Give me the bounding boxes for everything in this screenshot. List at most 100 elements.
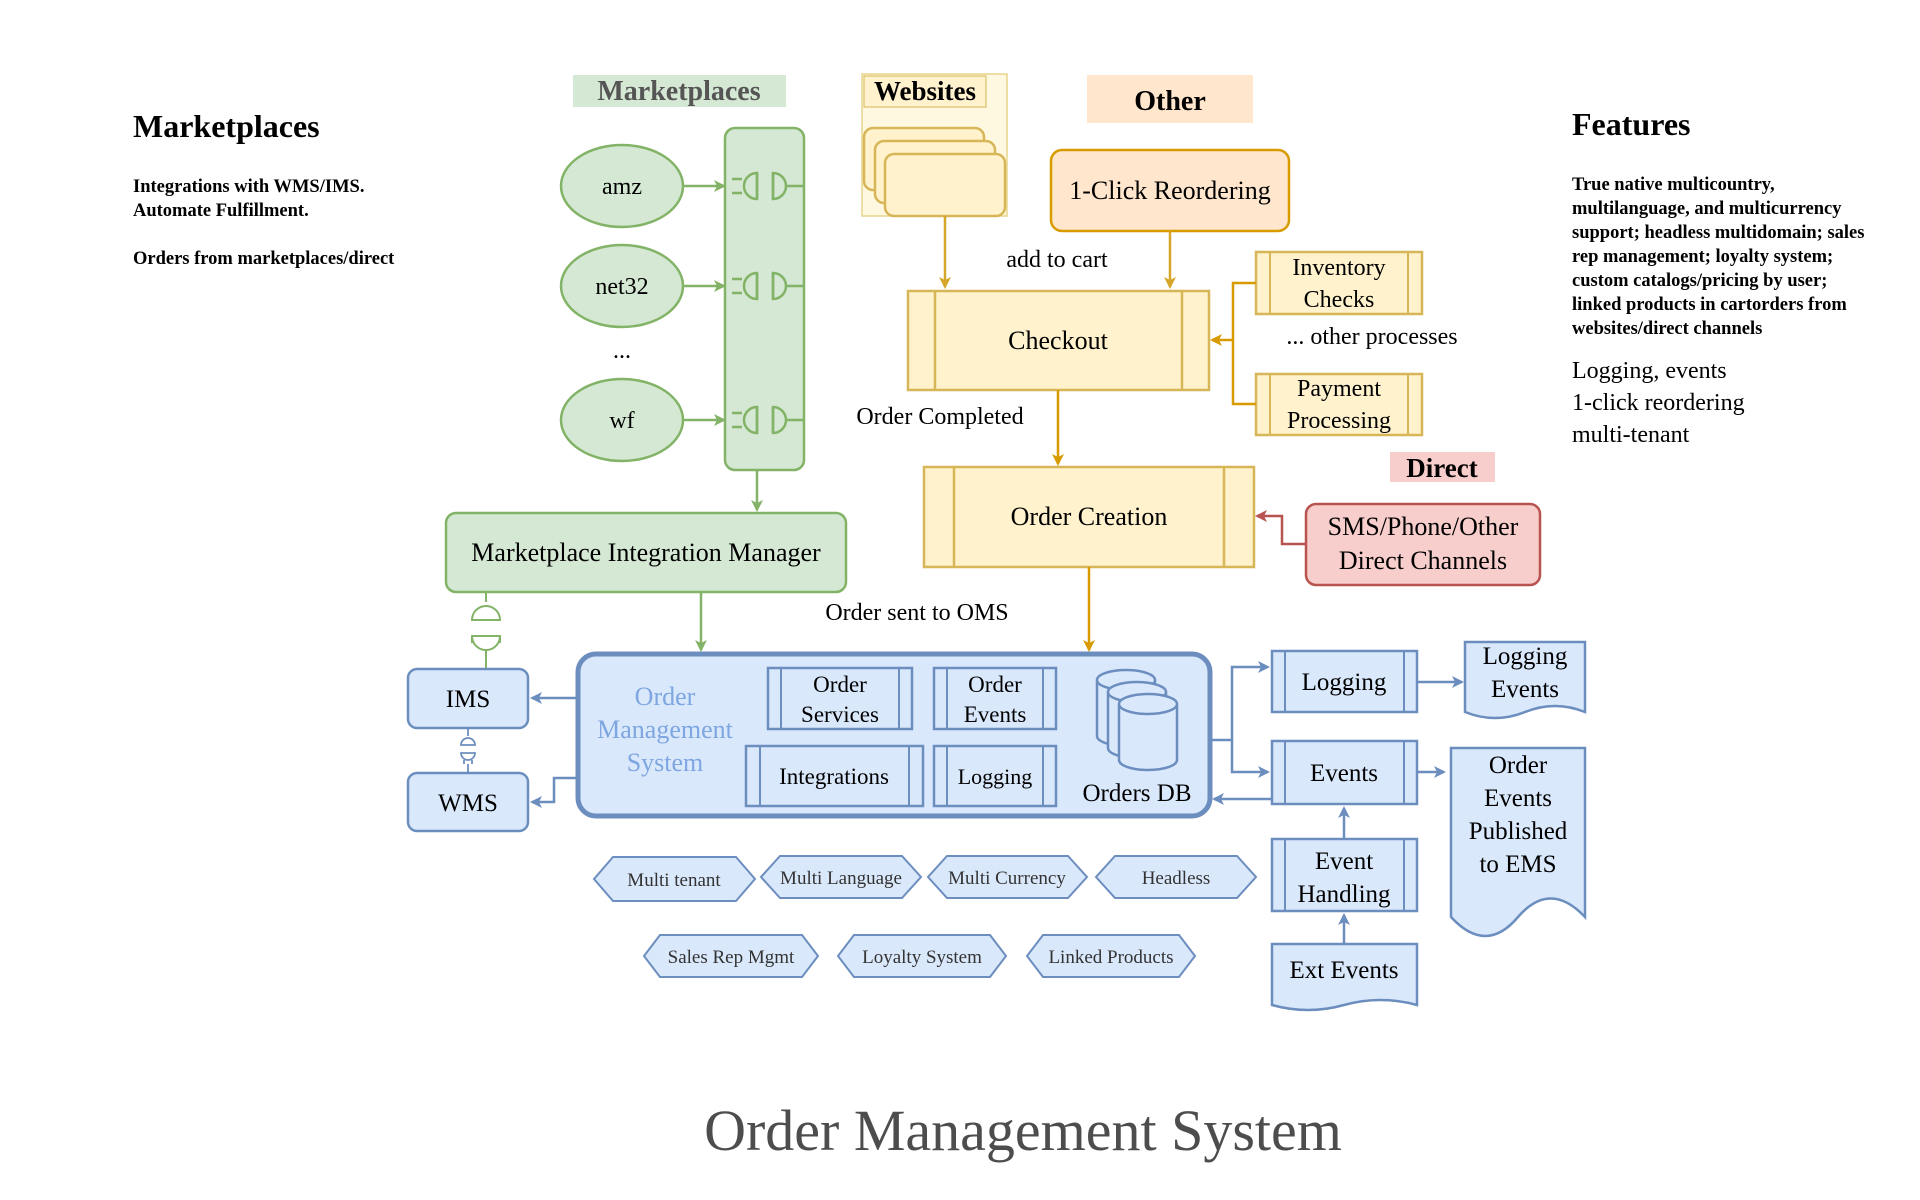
feature-text-line: linked products in cartorders from	[1572, 295, 1847, 315]
inventory-label: Checks	[1304, 287, 1375, 313]
published-label: Order	[1489, 752, 1548, 779]
ims-node[interactable]: IMS	[406, 667, 530, 730]
payment-processing-node[interactable]: Payment Processing	[1254, 372, 1424, 437]
marketplace-integration-manager[interactable]: Marketplace Integration Manager	[444, 511, 848, 594]
other-processes-label: ... other processes	[1286, 324, 1457, 350]
feature-tag-label: Multi tenant	[627, 870, 721, 891]
feature-tag-label: Multi Language	[780, 868, 902, 889]
feature-text-line: websites/direct channels	[1572, 319, 1763, 339]
feature-tag-loyalty: Loyalty System	[836, 934, 1008, 978]
page-title: Order Management System	[704, 1098, 1342, 1163]
feature-tag-multi-language: Multi Language	[759, 855, 923, 899]
reorder-label: 1-Click Reordering	[1069, 176, 1270, 205]
feature-tag-label: Multi Currency	[948, 868, 1066, 889]
mim-ims-plug-icon	[470, 592, 502, 670]
reorder-node[interactable]: 1-Click Reordering	[1049, 148, 1291, 233]
inventory-checks-node[interactable]: Inventory Checks	[1254, 250, 1424, 316]
order-creation-node[interactable]: Order Creation	[922, 465, 1256, 569]
feature-plain-line: multi-tenant	[1572, 422, 1690, 448]
feature-text-line: support; headless multidomain; sales	[1572, 223, 1865, 243]
marketplace-ellipsis: ...	[613, 338, 631, 364]
feature-tag-multi-currency: Multi Currency	[926, 855, 1089, 899]
marketplaces-header-label: Marketplaces	[597, 76, 760, 107]
right-panel-bold-text: True native multicountry, multilanguage,…	[1572, 173, 1912, 341]
published-label: Published	[1469, 818, 1568, 845]
database-icon	[1095, 668, 1179, 772]
logging-events-document[interactable]: Logging Events	[1463, 640, 1587, 720]
websites-header-label: Websites	[874, 76, 976, 106]
order-events-label: Order	[968, 672, 1022, 697]
left-panel-line: Integrations with WMS/IMS.	[133, 177, 365, 197]
order-sent-label: Order sent to OMS	[825, 600, 1008, 626]
left-panel-line: Automate Fulfillment.	[133, 201, 309, 221]
other-header-label: Other	[1134, 86, 1206, 117]
websites-stack[interactable]: Websites	[861, 73, 1008, 218]
marketplace-net32[interactable]: net32	[559, 243, 685, 329]
published-events-document[interactable]: Order Events Published to EMS	[1449, 746, 1587, 938]
orders-db-label: Orders DB	[1082, 780, 1191, 807]
logging-label: Logging	[1302, 669, 1387, 696]
order-creation-label: Order Creation	[1011, 502, 1168, 531]
integrations-label: Integrations	[779, 764, 889, 789]
order-services-label: Services	[801, 702, 879, 727]
order-events-label: Events	[964, 702, 1027, 727]
logging-events-label: Events	[1491, 676, 1559, 703]
marketplace-label: wf	[609, 408, 634, 434]
feature-text-line: rep management; loyalty system;	[1572, 247, 1834, 267]
wms-node[interactable]: WMS	[406, 771, 530, 833]
inventory-label: Inventory	[1292, 255, 1385, 281]
ext-events-node[interactable]: Ext Events	[1270, 942, 1419, 1012]
oms-title: Order	[635, 682, 696, 711]
events-label: Events	[1310, 760, 1378, 787]
feature-tag-multi-tenant: Multi tenant	[592, 856, 757, 902]
oms-to-events-arrow	[1230, 740, 1270, 778]
order-services-node[interactable]: Order Services	[766, 666, 914, 731]
direct-header: Direct	[1390, 452, 1495, 483]
feature-tag-label: Linked Products	[1048, 947, 1173, 968]
add-to-cart-label: add to cart	[1006, 247, 1108, 273]
direct-header-label: Direct	[1406, 453, 1477, 483]
event-handling-node[interactable]: Event Handling	[1270, 837, 1419, 913]
direct-channels-node[interactable]: SMS/Phone/Other Direct Channels	[1304, 502, 1542, 587]
plug-icon	[732, 171, 804, 201]
processes-to-checkout-arrow	[1210, 281, 1256, 406]
plug-icon	[732, 271, 804, 301]
marketplace-amz[interactable]: amz	[559, 143, 685, 229]
marketplace-connector-bar	[723, 126, 806, 472]
payment-label: Processing	[1287, 408, 1391, 434]
marketplace-arrows	[683, 180, 726, 426]
direct-channels-label: SMS/Phone/Other	[1328, 512, 1519, 541]
orders-db-node[interactable]: Orders DB	[1082, 668, 1192, 807]
payment-label: Payment	[1297, 376, 1381, 402]
events-node[interactable]: Events	[1270, 739, 1419, 806]
checkout-node[interactable]: Checkout	[906, 289, 1211, 392]
feature-tag-label: Loyalty System	[862, 947, 982, 968]
event-handling-label: Event	[1315, 848, 1373, 875]
wms-label: WMS	[438, 790, 498, 817]
marketplace-wf[interactable]: wf	[559, 377, 685, 463]
integrations-node[interactable]: Integrations	[744, 744, 925, 808]
order-events-node[interactable]: Order Events	[932, 666, 1058, 731]
feature-tag-linked-products: Linked Products	[1025, 934, 1197, 978]
ext-events-label: Ext Events	[1289, 957, 1398, 984]
marketplace-label: amz	[602, 174, 642, 200]
ims-label: IMS	[446, 686, 490, 713]
oms-to-logging-arrow	[1210, 661, 1270, 742]
published-label: Events	[1484, 785, 1552, 812]
oms-title: System	[627, 748, 704, 777]
oms-logging-label: Logging	[958, 764, 1033, 789]
oms-to-wms-arrow	[530, 776, 576, 808]
left-panel-line: Orders from marketplaces/direct	[133, 249, 395, 269]
feature-text-line: multilanguage, and multicurrency	[1572, 199, 1842, 219]
other-header: Other	[1087, 75, 1253, 123]
feature-tag-label: Headless	[1142, 868, 1211, 889]
oms-logging-node[interactable]: Logging	[932, 744, 1058, 808]
mim-label: Marketplace Integration Manager	[471, 538, 821, 567]
logging-node[interactable]: Logging	[1270, 649, 1419, 714]
marketplace-label: net32	[595, 274, 648, 300]
feature-text-line: custom catalogs/pricing by user;	[1572, 271, 1828, 291]
marketplaces-header: Marketplaces	[573, 75, 786, 107]
feature-plain-line: Logging, events	[1572, 358, 1727, 384]
right-panel: Features True native multicountry, multi…	[1572, 106, 1912, 451]
